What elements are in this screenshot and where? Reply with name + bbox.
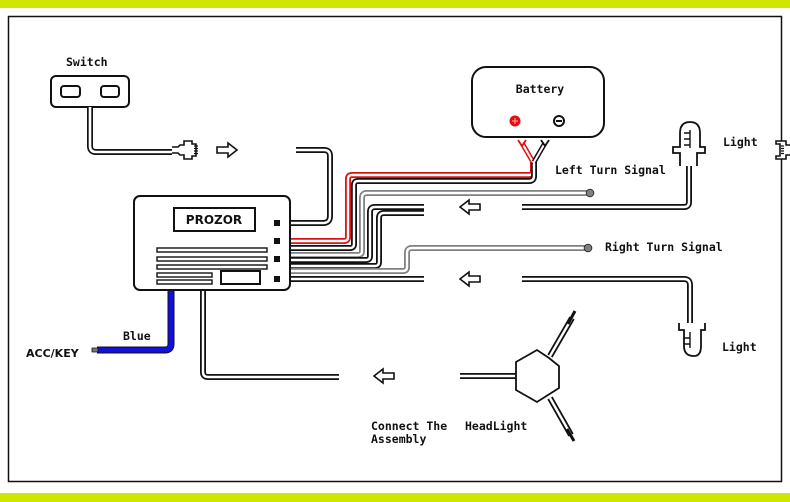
light-bottom-label: Light [722, 340, 757, 354]
light-bulb-bottom [678, 323, 706, 357]
module-label: PROZOR [186, 213, 242, 227]
connect-assembly-label-line2: Assembly [371, 432, 426, 446]
switch-cable [87, 107, 172, 155]
battery-negative-cable-core [280, 162, 536, 250]
arrow-left-icon [459, 271, 481, 287]
battery-label: Battery [516, 82, 565, 96]
left-light-cable-core [522, 166, 691, 209]
headlight-harness [200, 290, 339, 380]
bottom-band [0, 493, 790, 502]
arrow-left-icon [373, 368, 395, 384]
battery-positive-cable-core [280, 162, 535, 243]
right-turn-signal-terminal [583, 243, 593, 253]
light-bulb-top [672, 121, 706, 166]
blue-wire-label: Blue [123, 329, 151, 343]
headlight-label: HeadLight [465, 419, 527, 433]
connect-assembly-label-line1: Connect The [371, 419, 447, 433]
left-light-harness-core [280, 205, 424, 262]
switch-button-right [100, 85, 120, 98]
module-harness-2-core [280, 211, 424, 268]
switch-button-left [60, 85, 81, 98]
top-band [0, 0, 790, 8]
diagram-frame [7, 15, 783, 483]
arrow-right-icon [216, 142, 238, 158]
switch-socket-connector [775, 140, 790, 160]
module-pins [274, 220, 280, 282]
right-turn-signal-label: Right Turn Signal [605, 240, 723, 254]
right-light-cable [522, 276, 693, 323]
acc-key-label: ACC/KEY [26, 347, 80, 360]
left-turn-signal-wire-core [280, 191, 590, 257]
switch-label: Switch [66, 55, 108, 69]
switch-to-module-cable-core [280, 148, 332, 225]
switch-plug-connector [171, 140, 199, 160]
right-light-cable-core [522, 277, 692, 323]
prozor-module [133, 195, 291, 291]
switch [50, 75, 130, 108]
light-top-label: Light [723, 135, 758, 149]
battery [471, 66, 605, 138]
left-turn-signal-label: Left Turn Signal [555, 163, 666, 177]
right-turn-signal-wire-core [280, 246, 588, 273]
headlight-harness-core [201, 290, 339, 379]
arrow-left-icon [459, 199, 481, 215]
acc-wire-tip [91, 347, 99, 353]
left-turn-signal-terminal [585, 188, 595, 198]
headlight-assembly [515, 310, 577, 442]
acc-blue-wire [97, 290, 174, 353]
